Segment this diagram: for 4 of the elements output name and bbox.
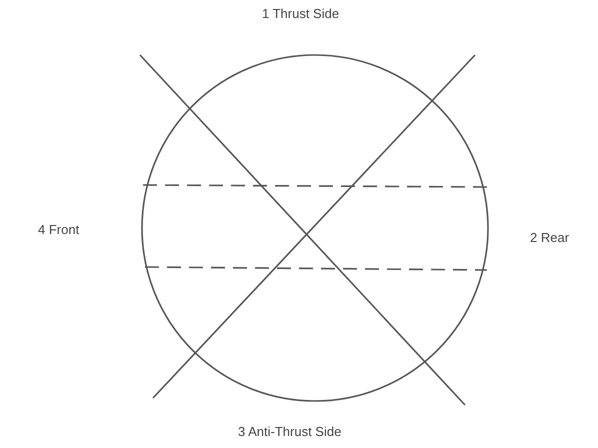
position-label: 2 Rear [530,230,570,246]
position-label: 1 Thrust Side [262,6,340,22]
position-label: 4 Front [38,222,80,238]
position-label: 3 Anti-Thrust Side [238,424,342,440]
